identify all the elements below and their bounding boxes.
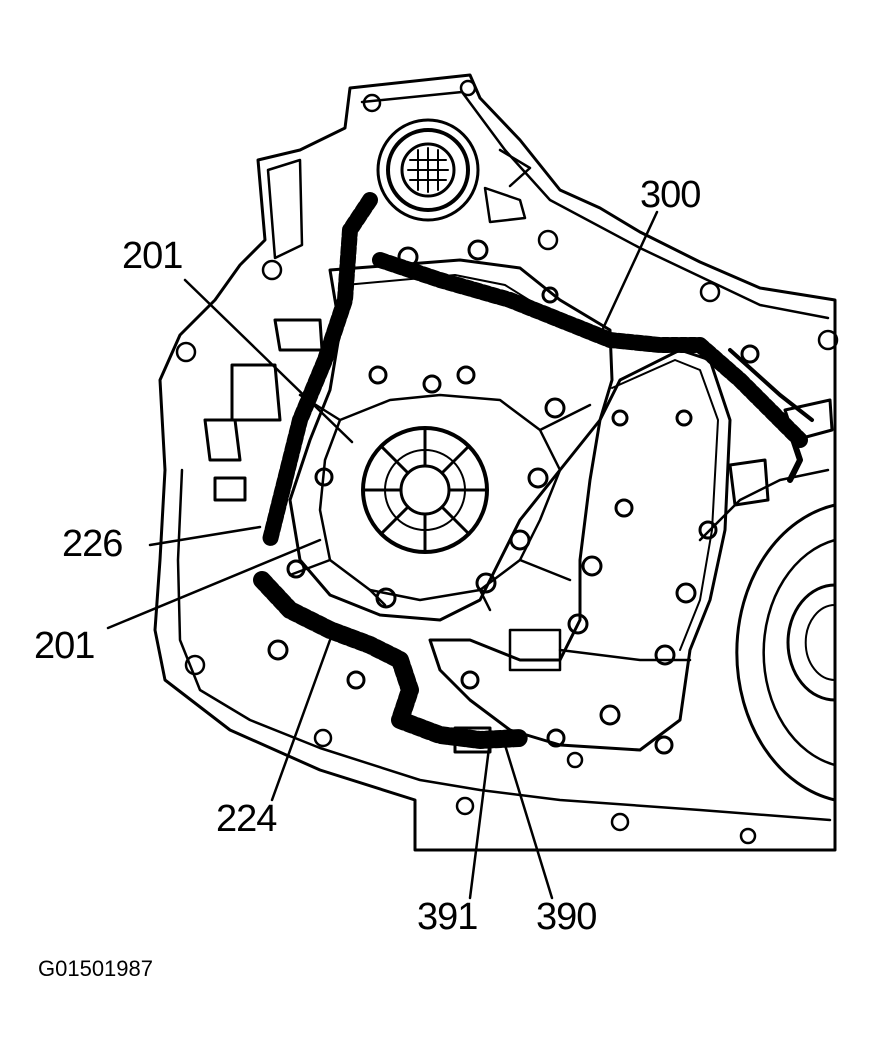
callout-300: 300: [640, 174, 701, 216]
case-edge-left: [176, 468, 832, 822]
callout-201-lower: 201: [34, 625, 95, 667]
leader-lines: [106, 210, 659, 900]
callout-391: 391: [417, 896, 478, 938]
wiring-harness: [253, 192, 814, 749]
valve-body-bolts: [267, 239, 760, 755]
accumulator-plate: [428, 348, 732, 752]
callout-224: 224: [216, 798, 277, 840]
callout-201-upper: 201: [122, 235, 183, 277]
valve-body-plate: [288, 258, 614, 622]
valve-body-hub: [288, 393, 592, 612]
output-drum: [735, 503, 837, 802]
harness-side-connectors: [203, 318, 834, 754]
callout-226: 226: [62, 523, 123, 565]
callout-390: 390: [536, 896, 597, 938]
case-bolt-holes: [175, 79, 839, 845]
figure-id: G01501987: [38, 956, 153, 981]
case-outline: [153, 73, 837, 852]
harness-connector-round: [376, 118, 480, 222]
